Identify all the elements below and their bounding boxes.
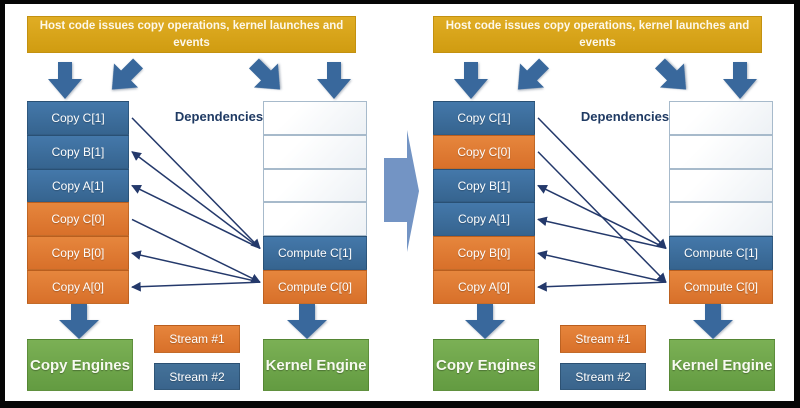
down-arrow-icon xyxy=(454,62,488,99)
stream1-legend: Stream #1 xyxy=(560,325,646,353)
transition-arrow-icon xyxy=(384,130,419,252)
queue-item: Copy C[1] xyxy=(433,101,535,135)
dependency-line xyxy=(131,151,261,249)
dependency-line xyxy=(537,250,667,283)
stream2-legend: Stream #2 xyxy=(154,363,240,390)
queue-item: Compute C[0] xyxy=(669,270,773,304)
queue-item-label: Compute C[1] xyxy=(277,246,353,261)
queue-item-label: Copy A[0] xyxy=(457,280,511,295)
queue-item-label: Copy B[1] xyxy=(51,144,105,159)
host-code-banner-text: Host code issues copy operations, kernel… xyxy=(39,19,344,49)
queue-item: Compute C[0] xyxy=(263,270,367,304)
queue-item: Copy A[0] xyxy=(433,270,535,304)
diagonal-down-left-arrow-icon xyxy=(517,58,550,90)
kernel-engine-label: Kernel Engine xyxy=(265,356,367,374)
queue-item: Compute C[1] xyxy=(263,236,367,271)
kernel-engine-box: Kernel Engine xyxy=(263,339,369,391)
stream2-legend-label: Stream #2 xyxy=(575,369,631,384)
host-code-banner: Host code issues copy operations, kernel… xyxy=(433,16,762,53)
queue-item-label: Copy C[1] xyxy=(457,110,511,125)
kernel-engine-box: Kernel Engine xyxy=(669,339,775,391)
diagonal-down-right-arrow-icon xyxy=(248,58,281,90)
dependency-line xyxy=(537,151,667,283)
stream1-legend: Stream #1 xyxy=(154,325,240,353)
queue-item: Copy A[1] xyxy=(27,168,129,203)
down-arrow-icon xyxy=(723,62,757,99)
empty-queue-slot xyxy=(669,168,773,203)
empty-queue-slot xyxy=(669,202,773,237)
copy-engines-box: Copy Engines xyxy=(27,339,133,391)
queue-item: Copy B[0] xyxy=(433,236,535,271)
down-arrow-icon xyxy=(465,304,505,339)
dependency-line xyxy=(131,117,261,250)
down-arrow-icon xyxy=(317,62,351,99)
stream2-legend-label: Stream #2 xyxy=(169,369,225,384)
down-arrow-icon xyxy=(693,304,733,339)
dependency-line xyxy=(537,117,667,250)
host-code-banner: Host code issues copy operations, kernel… xyxy=(27,16,356,53)
queue-item-label: Copy C[0] xyxy=(457,144,511,159)
dependencies-label: Dependencies xyxy=(580,109,670,124)
dependency-line xyxy=(131,250,261,283)
queue-item-label: Compute C[1] xyxy=(683,246,759,261)
queue-item: Copy A[0] xyxy=(27,270,129,304)
queue-item-label: Copy C[1] xyxy=(51,110,105,125)
queue-item-label: Copy A[0] xyxy=(51,280,105,295)
queue-item: Compute C[1] xyxy=(669,236,773,271)
queue-item: Copy C[1] xyxy=(27,101,129,135)
kernel-engine-label: Kernel Engine xyxy=(671,356,773,374)
dependency-line xyxy=(131,184,261,249)
stream1-legend-label: Stream #1 xyxy=(169,332,225,346)
queue-item: Copy C[0] xyxy=(27,202,129,237)
empty-queue-slot xyxy=(669,134,773,169)
stream-panel: Host code issues copy operations, kernel… xyxy=(27,0,369,408)
copy-queue: Copy C[1] Copy B[1] Copy A[1] Copy C[0] Copy… xyxy=(27,101,129,304)
queue-item-label: Copy A[1] xyxy=(51,178,105,193)
kernel-queue: Compute C[1] Compute C[0] xyxy=(263,101,367,304)
down-arrow-icon xyxy=(48,62,82,99)
queue-item: Copy B[1] xyxy=(433,168,535,203)
empty-queue-slot xyxy=(263,101,367,135)
copy-engines-label: Copy Engines xyxy=(29,356,130,374)
dependency-line xyxy=(537,216,667,250)
dependency-line xyxy=(131,218,261,283)
queue-item: Copy C[0] xyxy=(433,134,535,169)
empty-queue-slot xyxy=(263,134,367,169)
dependency-line xyxy=(537,281,667,292)
queue-item: Copy B[0] xyxy=(27,236,129,271)
down-arrow-icon xyxy=(59,304,99,339)
queue-item-label: Compute C[0] xyxy=(683,280,759,295)
queue-item-label: Copy C[0] xyxy=(51,212,105,227)
queue-item: Copy A[1] xyxy=(433,202,535,237)
copy-queue: Copy C[1] Copy C[0] Copy B[1] Copy A[1] Copy… xyxy=(433,101,535,304)
stream1-legend-label: Stream #1 xyxy=(575,332,631,346)
queue-item-label: Compute C[0] xyxy=(277,280,353,295)
diagonal-down-right-arrow-icon xyxy=(654,58,687,90)
diagonal-down-left-arrow-icon xyxy=(111,58,144,90)
queue-item-label: Copy B[1] xyxy=(457,178,511,193)
copy-engines-label: Copy Engines xyxy=(435,356,536,374)
dependency-line xyxy=(537,184,667,249)
dependencies-label: Dependencies xyxy=(174,109,264,124)
queue-item: Copy B[1] xyxy=(27,134,129,169)
empty-queue-slot xyxy=(669,101,773,135)
empty-queue-slot xyxy=(263,202,367,237)
queue-item-label: Copy B[0] xyxy=(457,246,511,261)
down-arrow-icon xyxy=(287,304,327,339)
queue-item-label: Copy A[1] xyxy=(457,212,511,227)
host-code-banner-text: Host code issues copy operations, kernel… xyxy=(445,19,750,49)
empty-queue-slot xyxy=(263,168,367,203)
kernel-queue: Compute C[1] Compute C[0] xyxy=(669,101,773,304)
stream2-legend: Stream #2 xyxy=(560,363,646,390)
stream-panel: Host code issues copy operations, kernel… xyxy=(433,0,775,408)
copy-engines-box: Copy Engines xyxy=(433,339,539,391)
dependency-line xyxy=(131,281,261,292)
queue-item-label: Copy B[0] xyxy=(51,246,105,261)
